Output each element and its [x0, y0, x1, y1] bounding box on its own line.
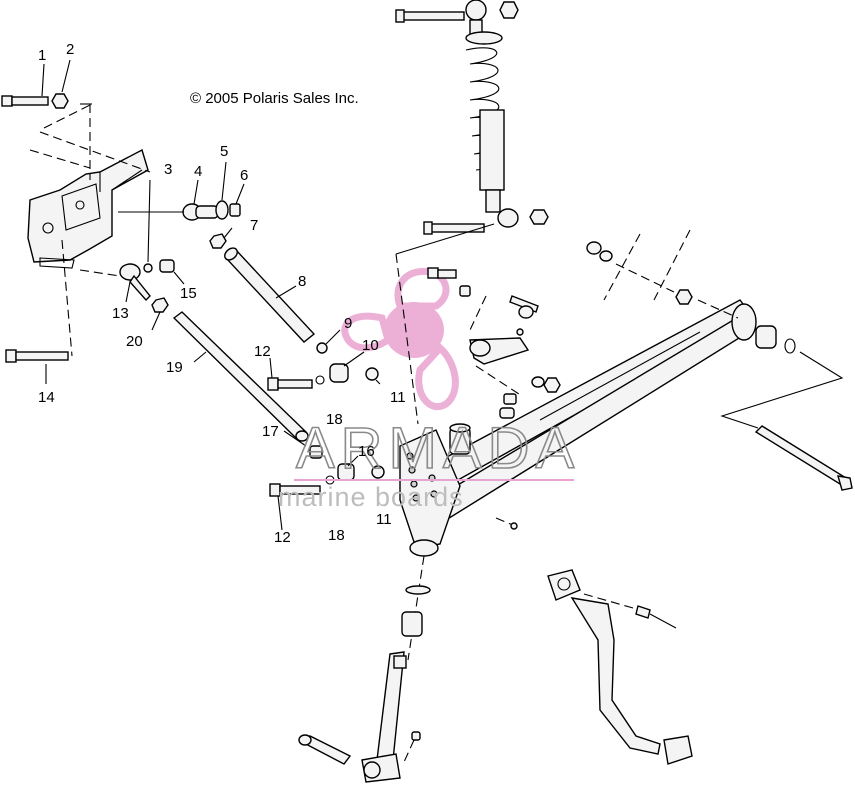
callout-1: 1	[38, 47, 46, 64]
bolt-1	[1, 95, 49, 107]
callout-17: 17	[262, 423, 279, 440]
callout-18-upper: 18	[326, 411, 343, 428]
callout-11-lower: 11	[376, 511, 392, 528]
callout-10: 10	[362, 337, 379, 354]
callout-6: 6	[240, 167, 248, 184]
callout-20: 20	[126, 333, 143, 350]
rod-19	[172, 311, 309, 442]
nut-11-upper	[365, 367, 379, 381]
frame-bracket	[27, 148, 149, 269]
spacer-15	[159, 259, 175, 273]
nut-6	[229, 203, 241, 217]
callout-9: 9	[344, 315, 352, 332]
bolt-12-lower	[269, 483, 321, 497]
steering-link	[547, 569, 693, 765]
washer-3	[143, 263, 153, 273]
washer-18-upper	[315, 375, 325, 385]
spindle	[361, 651, 407, 783]
callout-2: 2	[66, 41, 74, 58]
nut-9	[316, 342, 328, 354]
long-bolt	[754, 425, 853, 491]
callout-16: 16	[358, 443, 375, 460]
callout-13: 13	[112, 305, 129, 322]
watermark-brand: ARMADA	[296, 416, 580, 481]
nut-7	[209, 233, 227, 249]
o-ring	[405, 585, 431, 595]
bolt-upper-arm	[427, 267, 457, 279]
callout-12-lower: 12	[274, 529, 291, 546]
steering-arm	[469, 337, 530, 365]
callout-19: 19	[166, 359, 183, 376]
watermark-tagline: marine boards	[278, 482, 464, 512]
pivot-4	[182, 203, 219, 221]
callout-15: 15	[180, 285, 197, 302]
nut-20	[151, 297, 169, 313]
tie-rod-end	[509, 295, 539, 336]
tube-8	[224, 247, 316, 343]
bushing-10	[329, 363, 349, 383]
callout-8: 8	[298, 273, 306, 290]
shock-absorber	[395, 0, 549, 235]
callout-7: 7	[250, 217, 258, 234]
callout-3: 3	[164, 161, 172, 178]
callout-4: 4	[194, 163, 202, 180]
callout-14: 14	[38, 389, 55, 406]
bushing-17	[309, 445, 323, 459]
nut-2	[51, 93, 69, 109]
copyright-notice: © 2005 Polaris Sales Inc.	[190, 90, 359, 107]
callout-12-upper: 12	[254, 343, 271, 360]
trailing-arm	[429, 299, 757, 522]
callout-18-lower: 18	[328, 527, 345, 544]
callout-labels: 1 2 3 4 5 6 7 8 9 10 11 11 12 12 13 14 1…	[38, 41, 406, 546]
bolt-12-upper	[267, 377, 313, 391]
grease-zerk	[635, 605, 677, 629]
nut-11-lower	[371, 465, 385, 479]
spindle-bushing	[401, 611, 423, 637]
washer-5	[215, 200, 229, 220]
bolt-14	[5, 349, 69, 363]
ski-pin	[298, 734, 352, 765]
callout-11-upper: 11	[390, 389, 406, 406]
rod-end-13	[119, 263, 151, 302]
callout-5: 5	[220, 143, 228, 160]
